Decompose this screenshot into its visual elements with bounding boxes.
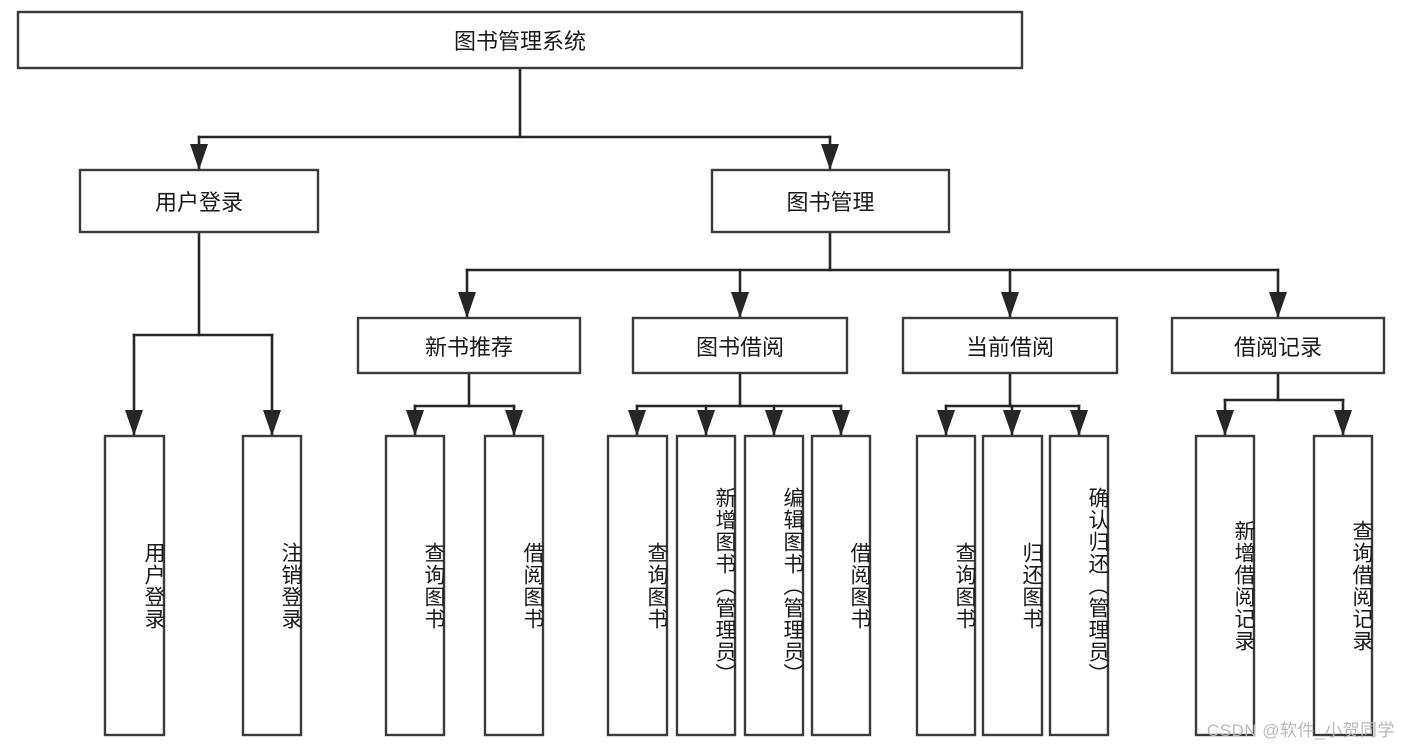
node-box-leaf-borrow-book-2[interactable] — [810, 434, 872, 737]
node-box-new-book-rec[interactable] — [356, 316, 582, 375]
arrow-head-icon — [1334, 410, 1352, 436]
arrow-head-icon — [406, 410, 424, 436]
boxes-layer — [16, 10, 1386, 737]
node-box-leaf-add-record[interactable] — [1194, 434, 1256, 737]
node-box-root[interactable] — [16, 10, 1024, 70]
node-box-leaf-confirm-return[interactable] — [1048, 434, 1110, 737]
arrow-head-icon — [458, 292, 476, 318]
arrow-head-icon — [125, 410, 143, 436]
node-box-book-manage[interactable] — [710, 168, 951, 234]
arrow-head-icon — [765, 410, 783, 436]
arrow-head-icon — [731, 292, 749, 318]
arrow-head-icon — [1003, 410, 1021, 436]
node-box-leaf-query-book-2[interactable] — [606, 434, 669, 737]
arrow-head-icon — [263, 410, 281, 436]
arrow-head-icon — [832, 410, 850, 436]
node-box-leaf-logout[interactable] — [241, 434, 303, 737]
node-box-leaf-add-book[interactable] — [675, 434, 737, 737]
node-box-leaf-edit-book[interactable] — [743, 434, 805, 737]
arrow-head-icon — [1269, 292, 1287, 318]
node-box-leaf-query-record[interactable] — [1312, 434, 1374, 737]
arrow-head-icon — [697, 410, 715, 436]
arrow-head-icon — [190, 144, 208, 170]
node-box-leaf-borrow-book-1[interactable] — [483, 434, 545, 737]
arrow-head-icon — [628, 410, 646, 436]
arrow-head-icon — [1001, 292, 1019, 318]
arrow-head-icon — [1070, 410, 1088, 436]
node-box-leaf-query-book-1[interactable] — [384, 434, 446, 737]
arrow-head-icon — [1216, 410, 1234, 436]
node-box-user-login[interactable] — [78, 168, 320, 234]
arrow-head-icon — [505, 410, 523, 436]
node-box-borrow-record[interactable] — [1170, 316, 1386, 375]
node-box-leaf-return-book[interactable] — [981, 434, 1044, 737]
node-box-leaf-user-login[interactable] — [103, 434, 166, 737]
watermark-text: CSDN @软件_小贺同学 — [1206, 721, 1395, 740]
arrow-head-icon — [937, 410, 955, 436]
arrow-head-icon — [821, 144, 839, 170]
node-box-current-borrow[interactable] — [901, 316, 1119, 375]
node-box-leaf-query-book-3[interactable] — [915, 434, 977, 737]
connectors-layer — [125, 66, 1352, 438]
node-box-book-borrow[interactable] — [631, 316, 849, 375]
